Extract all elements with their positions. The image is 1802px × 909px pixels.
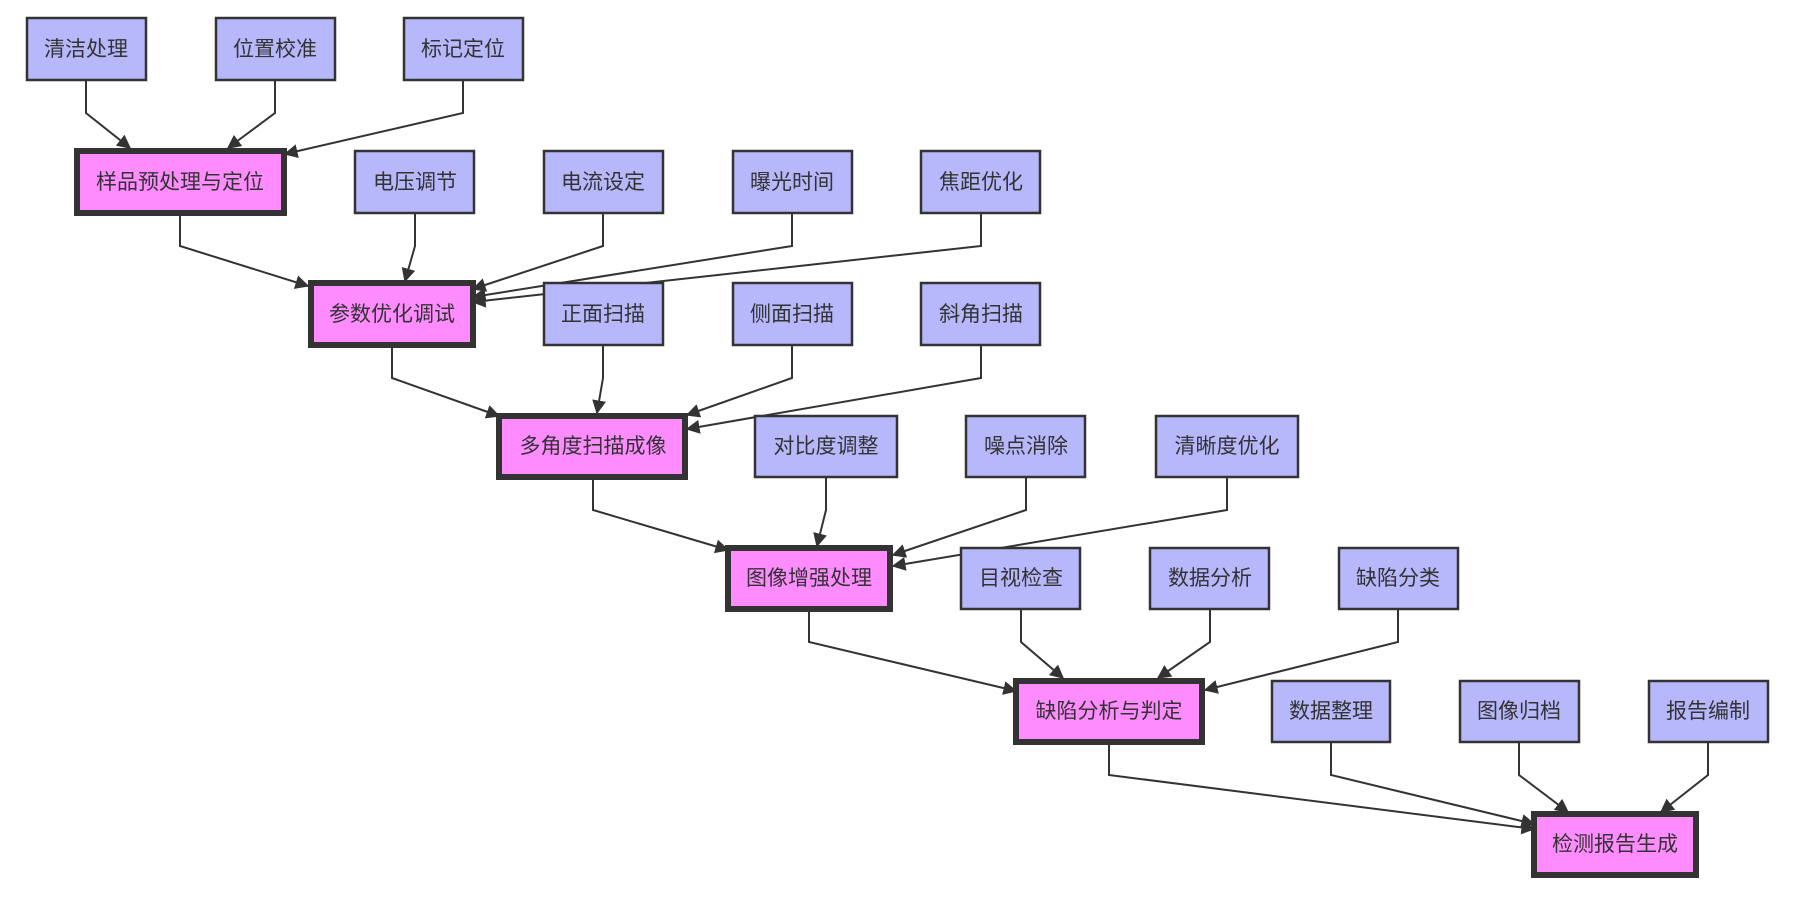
edge-prep-param (179, 213, 310, 289)
edge-organize-report (1330, 742, 1536, 828)
node-data-an[interactable]: 数据分析 (1148, 546, 1271, 611)
edge-multi-enhance (592, 477, 730, 554)
node-noise-label: 噪点消除 (984, 434, 1068, 458)
node-report[interactable]: 检测报告生成 (1531, 811, 1699, 878)
node-enhance[interactable]: 图像增强处理 (725, 545, 893, 612)
node-noise[interactable]: 噪点消除 (964, 414, 1087, 479)
edge-exposure-param (471, 213, 793, 302)
node-multi-label: 多角度扫描成像 (520, 434, 667, 458)
node-focus-label: 焦距优化 (939, 170, 1023, 194)
edge-clean-prep (85, 80, 132, 149)
node-defect-cls-label: 缺陷分类 (1356, 566, 1440, 590)
node-sharp-label: 清晰度优化 (1175, 434, 1280, 458)
node-defect[interactable]: 缺陷分析与判定 (1013, 678, 1205, 745)
node-oblique-label: 斜角扫描 (939, 302, 1023, 326)
edge-defect-cls-defect (1203, 609, 1399, 694)
node-archive-label: 图像归档 (1477, 699, 1561, 723)
node-current[interactable]: 电流设定 (542, 149, 665, 215)
edge-noise-enhance (891, 477, 1027, 558)
node-multi[interactable]: 多角度扫描成像 (496, 413, 688, 480)
node-visual-label: 目视检查 (979, 566, 1063, 590)
node-current-label: 电流设定 (561, 170, 645, 194)
node-clean[interactable]: 清洁处理 (25, 16, 148, 82)
node-contrast[interactable]: 对比度调整 (753, 414, 899, 479)
node-side-label: 侧面扫描 (750, 302, 834, 326)
node-compile[interactable]: 报告编制 (1647, 679, 1770, 744)
edge-front-multi (592, 345, 607, 415)
node-organize[interactable]: 数据整理 (1270, 679, 1392, 744)
node-visual[interactable]: 目视检查 (959, 546, 1082, 611)
node-archive[interactable]: 图像归档 (1458, 679, 1581, 744)
node-mark[interactable]: 标记定位 (402, 16, 525, 82)
node-organize-label: 数据整理 (1289, 699, 1373, 723)
node-calib[interactable]: 位置校准 (214, 16, 337, 82)
node-data-an-label: 数据分析 (1168, 566, 1252, 590)
node-prep-label: 样品预处理与定位 (96, 170, 264, 194)
node-defect-label: 缺陷分析与判定 (1036, 699, 1183, 723)
node-defect-cls[interactable]: 缺陷分类 (1337, 546, 1460, 611)
node-clean-label: 清洁处理 (44, 37, 128, 61)
node-front-label: 正面扫描 (561, 302, 645, 326)
edge-visual-defect (1020, 609, 1065, 679)
edge-enhance-defect (808, 609, 1018, 695)
edge-side-multi (685, 345, 793, 418)
edge-mark-prep (283, 80, 464, 158)
edge-oblique-multi (685, 345, 982, 434)
edge-param-multi (391, 345, 501, 419)
edge-current-param (471, 213, 604, 292)
edge-calib-prep (226, 80, 276, 149)
node-voltage[interactable]: 电压调节 (353, 149, 476, 215)
node-oblique[interactable]: 斜角扫描 (919, 281, 1042, 347)
node-report-label: 检测报告生成 (1552, 832, 1678, 856)
node-calib-label: 位置校准 (233, 37, 317, 61)
nodes: 清洁处理 位置校准 标记定位 样品预处理与定位 电压调节 电流设定 曝光时间 (25, 16, 1770, 878)
edge-voltage-param (401, 213, 416, 283)
node-sharp[interactable]: 清晰度优化 (1154, 414, 1300, 479)
node-enhance-label: 图像增强处理 (746, 566, 872, 590)
node-side[interactable]: 侧面扫描 (731, 281, 854, 347)
node-front[interactable]: 正面扫描 (542, 281, 665, 347)
node-compile-label: 报告编制 (1666, 699, 1750, 723)
node-exposure[interactable]: 曝光时间 (731, 149, 854, 215)
edge-data-an-defect (1156, 609, 1211, 679)
node-contrast-label: 对比度调整 (774, 434, 879, 458)
node-voltage-label: 电压调节 (373, 170, 457, 194)
node-exposure-label: 曝光时间 (750, 170, 834, 194)
edge-defect-report (1108, 742, 1536, 835)
edge-archive-report (1518, 742, 1570, 813)
node-mark-label: 标记定位 (421, 37, 505, 61)
node-param[interactable]: 参数优化调试 (308, 280, 476, 348)
node-prep[interactable]: 样品预处理与定位 (74, 148, 287, 216)
edge-compile-report (1659, 742, 1709, 813)
edge-contrast-enhance (813, 477, 827, 548)
node-focus[interactable]: 焦距优化 (919, 149, 1042, 215)
edges (85, 80, 1709, 835)
node-param-label: 参数优化调试 (329, 302, 455, 326)
